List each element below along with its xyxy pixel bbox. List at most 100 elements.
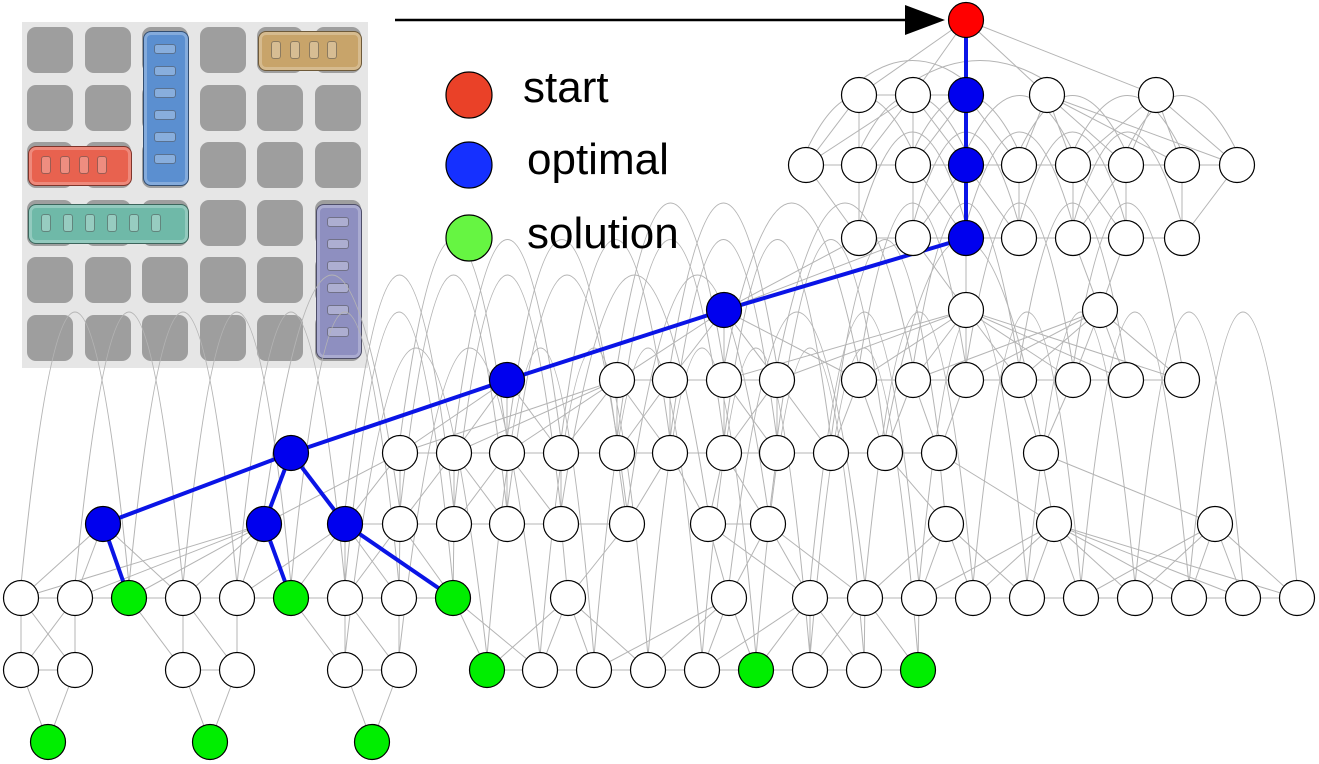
car-window	[289, 41, 300, 59]
state-node	[1224, 579, 1262, 617]
state-node	[791, 651, 829, 689]
car-window	[154, 110, 176, 121]
graph-edge	[858, 60, 967, 82]
state-node	[758, 361, 796, 399]
legend-label-optimal: optimal	[527, 135, 669, 184]
optimal-state-node	[272, 434, 310, 472]
graph-edge	[506, 239, 618, 440]
state-node	[710, 579, 748, 617]
state-node	[542, 505, 580, 543]
graph-edge	[539, 347, 649, 657]
optimal-edge	[506, 308, 725, 382]
graph-edge	[344, 347, 488, 657]
graph-edge	[1125, 95, 1238, 152]
graph-edge	[1080, 311, 1190, 585]
state-node	[218, 579, 256, 617]
state-node	[598, 361, 636, 399]
graph-edge	[560, 274, 709, 511]
graph-edge	[20, 523, 104, 599]
legend-dot-solution	[445, 214, 493, 262]
graph-edge	[1053, 523, 1136, 599]
state-node	[920, 434, 958, 472]
state-node	[549, 579, 587, 617]
legend-label-solution: solution	[527, 209, 679, 258]
state-node	[1107, 361, 1145, 399]
board-cell	[257, 314, 303, 361]
car-window	[129, 213, 140, 232]
graph-edge	[723, 237, 860, 311]
car-window	[154, 132, 176, 143]
optimal-state-node	[326, 505, 364, 543]
blue-vertical-truck	[143, 31, 189, 186]
board-cell	[199, 84, 246, 131]
state-node	[894, 76, 932, 114]
state-node	[326, 651, 364, 689]
solution-state-node	[272, 579, 310, 617]
state-node	[1028, 76, 1066, 114]
graph-edge	[965, 131, 1074, 225]
car-window	[154, 154, 176, 165]
graph-edge	[858, 202, 967, 367]
graph-edge	[593, 347, 703, 657]
board-cell	[27, 84, 73, 131]
graph-edge	[626, 274, 769, 511]
graph-edge	[453, 274, 562, 511]
graph-edge	[263, 452, 401, 525]
state-node	[435, 434, 473, 472]
graph-edge	[399, 274, 508, 511]
graph-edge	[1046, 94, 1238, 166]
state-node	[218, 651, 256, 689]
state-node	[164, 651, 202, 689]
board-cell	[199, 199, 246, 246]
state-node	[894, 146, 932, 184]
graph-edge	[452, 597, 541, 671]
car-window	[107, 213, 118, 232]
state-node	[575, 651, 613, 689]
solution-state-node	[110, 579, 148, 617]
solution-state-node	[737, 651, 775, 689]
state-node	[689, 505, 727, 543]
car-window	[326, 326, 349, 337]
solution-state-node	[899, 651, 937, 689]
state-node	[749, 505, 787, 543]
state-node	[629, 651, 667, 689]
state-node	[1081, 291, 1119, 329]
board-cell	[257, 199, 303, 246]
optimal-state-node	[84, 505, 122, 543]
state-node	[1107, 219, 1145, 257]
state-node	[900, 579, 938, 617]
graph-edge	[707, 523, 811, 599]
start-state-node	[947, 1, 985, 39]
car-window	[151, 213, 162, 232]
graph-edge	[755, 347, 865, 657]
graph-edge	[669, 202, 778, 367]
teal-horizontal-truck	[28, 203, 189, 244]
graph-edge	[1040, 452, 1216, 525]
board-cell	[199, 257, 246, 303]
car-window	[271, 41, 281, 59]
state-node	[840, 219, 878, 257]
state-node	[381, 505, 419, 543]
solution-state-node	[468, 651, 506, 689]
graph-edge	[965, 309, 1101, 381]
graph-edge	[858, 309, 967, 381]
purple-vertical-truck	[315, 203, 362, 359]
graph-edge	[102, 523, 184, 599]
state-node	[791, 579, 829, 617]
car-window	[78, 156, 89, 174]
graph-edge	[616, 202, 725, 367]
graph-edge	[616, 239, 725, 440]
state-node	[651, 361, 689, 399]
graph-edge	[486, 347, 595, 657]
state-node	[608, 505, 646, 543]
state-node	[1000, 146, 1038, 184]
graph-edge	[616, 309, 725, 381]
state-node	[787, 146, 825, 184]
state-node	[164, 579, 202, 617]
solution-state-node	[191, 723, 229, 761]
board-cell	[27, 257, 73, 303]
graph-edge	[236, 311, 346, 585]
state-node	[705, 361, 743, 399]
car-window	[326, 260, 349, 271]
